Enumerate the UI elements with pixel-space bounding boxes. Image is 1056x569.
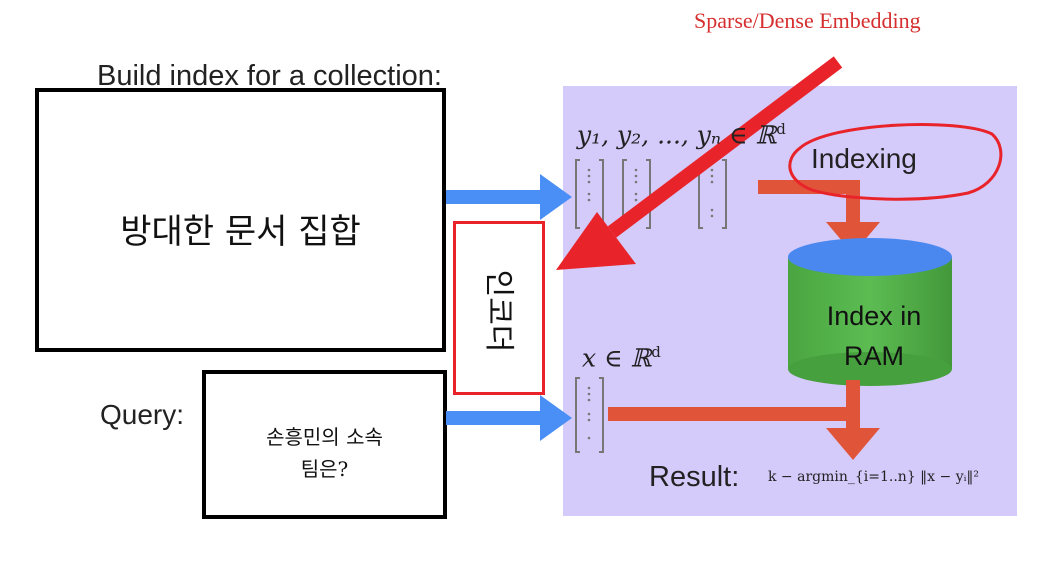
- collection-to-vectors-arrow: [446, 174, 572, 220]
- corpus-vector-dots: [587, 168, 714, 218]
- embedding-annotation-arrow: [556, 56, 843, 270]
- query-text-line1: 손흥민의 소속: [266, 425, 383, 449]
- query-vector-dots: [587, 386, 591, 440]
- query-label: Query:: [100, 399, 185, 430]
- index-cylinder: [788, 238, 952, 386]
- encoder-box: 인코더: [453, 221, 545, 395]
- query-to-vector-arrow: [446, 395, 572, 441]
- result-label: Result:: [649, 461, 740, 493]
- indexing-label: Indexing: [811, 143, 917, 174]
- embedding-annotation-label: Sparse/Dense Embedding: [694, 8, 921, 33]
- build-index-title: Build index for a collection:: [97, 60, 442, 92]
- indexing-flow-arrow: [758, 180, 880, 254]
- query-vector-formula: x ∈ ℝd: [582, 343, 661, 373]
- indexing-highlight-ellipse: [788, 123, 1003, 201]
- document-collection-box: 방대한 문서 집합: [35, 88, 446, 352]
- query-text-line2: 팀은?: [300, 457, 349, 481]
- query-flow-arrow: [608, 380, 880, 460]
- query-box: 손흥민의 소속 팀은?: [202, 370, 447, 519]
- document-collection-label: 방대한 문서 집합: [120, 212, 361, 252]
- query-vector-bracket: [575, 377, 604, 453]
- index-in-ram-label: Index in RAM: [826, 301, 922, 371]
- result-formula: k − argmin_{i=1..n} ‖x − yᵢ‖²: [768, 469, 980, 485]
- corpus-vectors-formula: y₁, y₂, ..., yₙ ∈ ℝd: [577, 120, 786, 150]
